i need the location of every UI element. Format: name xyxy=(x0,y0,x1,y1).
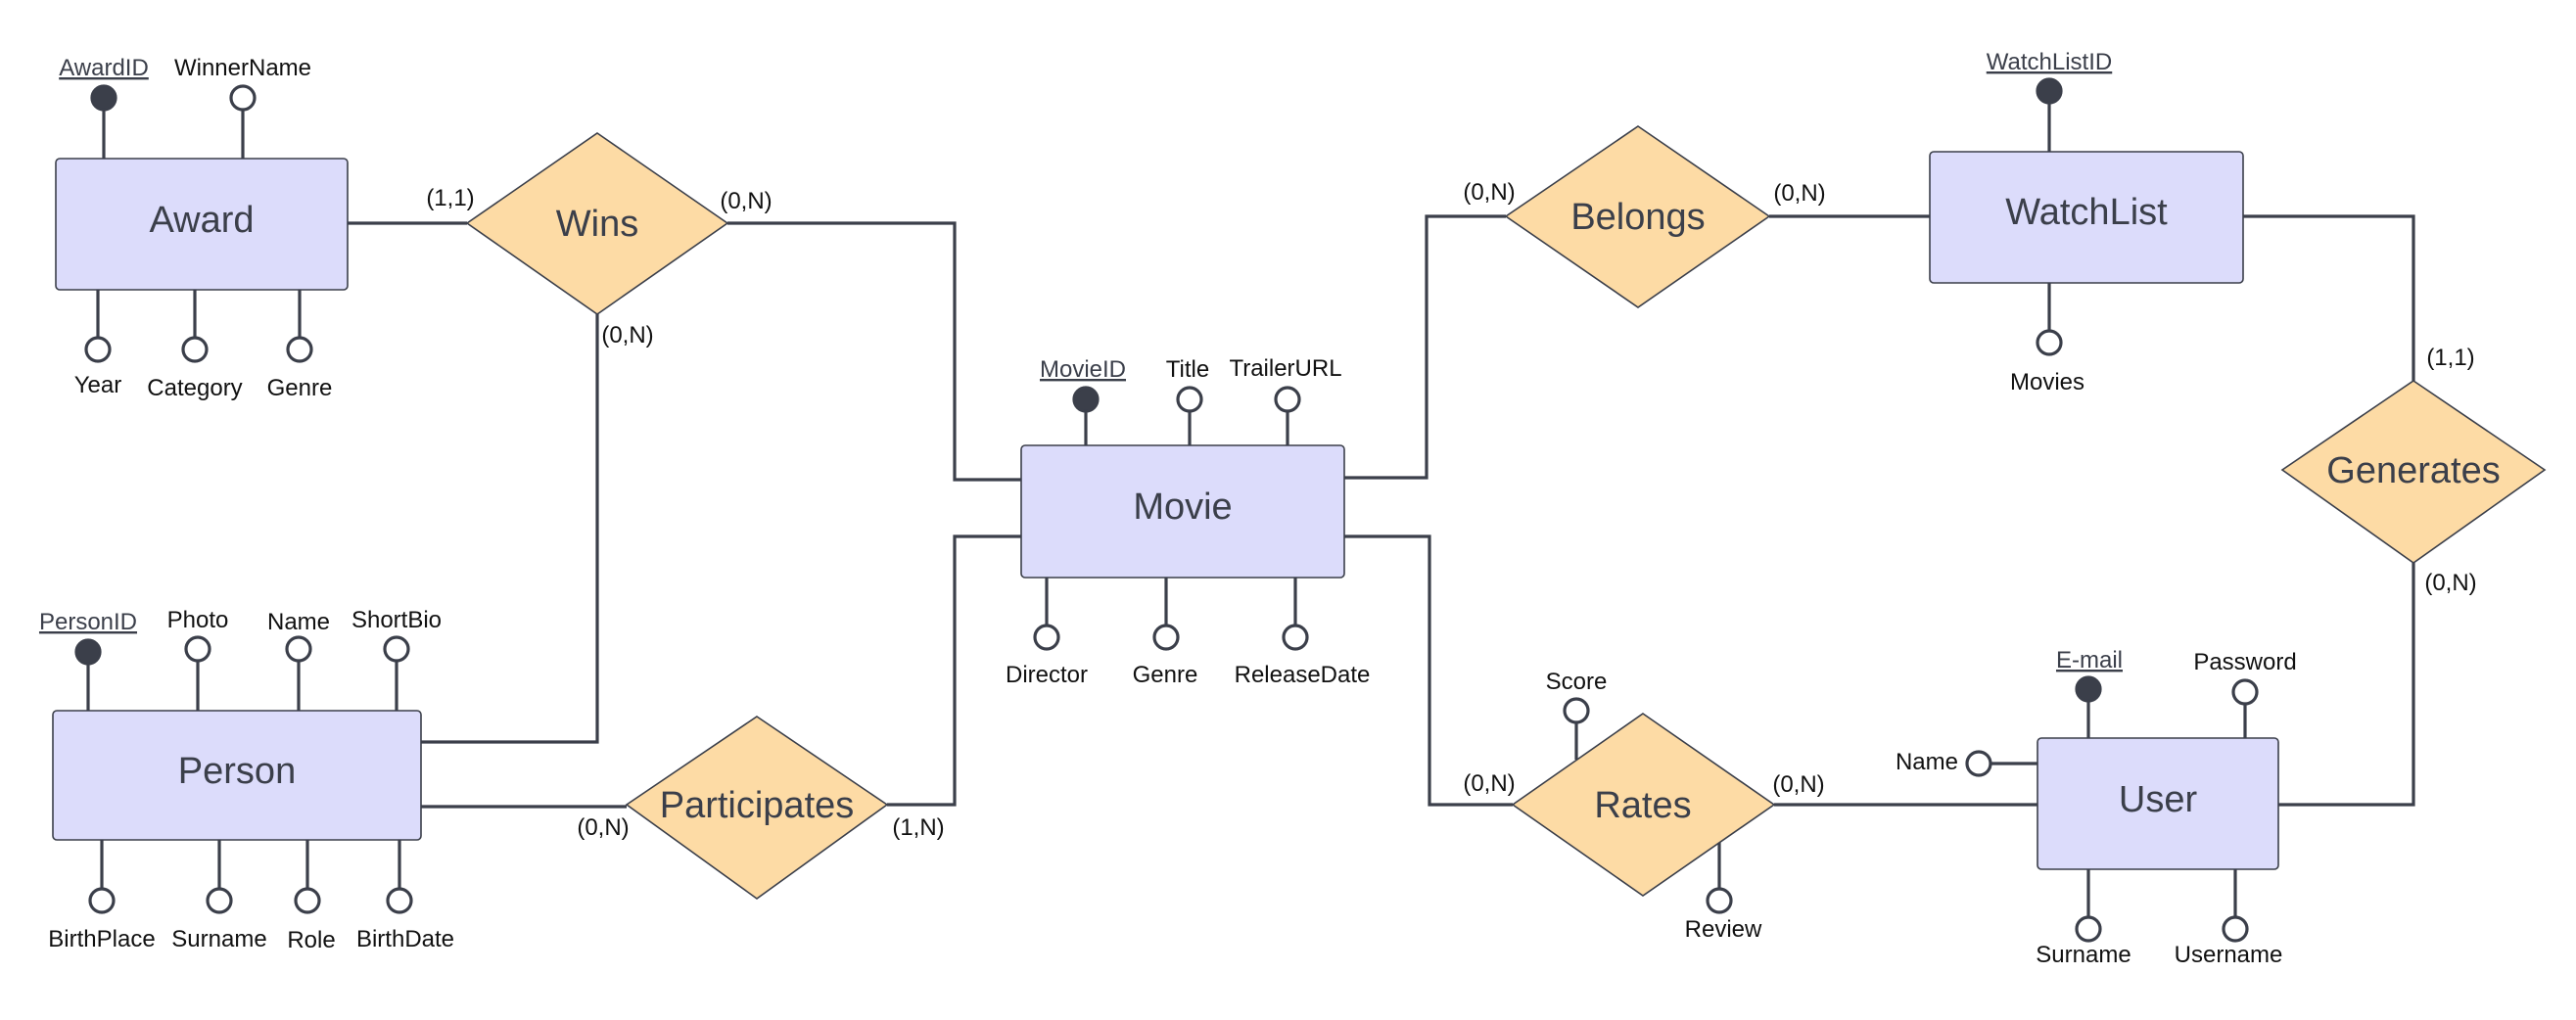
attribute-marker xyxy=(2036,329,2063,356)
card-wins-person: (0,N) xyxy=(601,322,653,348)
attribute-marker xyxy=(1282,624,1309,651)
entity-award[interactable]: Award xyxy=(55,158,349,291)
attribute-marker xyxy=(1176,386,1203,413)
attr-award-category: Category xyxy=(147,375,242,401)
attribute-marker xyxy=(1563,697,1590,724)
relationship-wins[interactable]: Wins xyxy=(465,132,729,315)
link-movie-belongs xyxy=(1344,214,1506,480)
attr-award-awardid: AwardID xyxy=(59,55,149,81)
attribute-markers xyxy=(74,77,2259,943)
attr-watchlist-movies: Movies xyxy=(2010,369,2084,395)
attr-person-birthdate: BirthDate xyxy=(356,926,454,952)
attribute-marker xyxy=(1706,887,1733,914)
attribute-marker xyxy=(383,635,410,663)
link-participates-movie xyxy=(887,534,1021,807)
card-wins-movie: (0,N) xyxy=(720,188,772,214)
link-watchlist-generates xyxy=(2243,214,2415,381)
cardinality-labels: (1,1) (0,N) (0,N) (0,N) (1,N) (0,N) (0,N… xyxy=(426,179,2476,841)
relationship-rates-label: Rates xyxy=(1594,785,1691,826)
attribute-labels: AwardID WinnerName Year Category Genre P… xyxy=(39,49,2297,968)
key-attribute-marker xyxy=(1072,386,1100,413)
attr-award-winnername: WinnerName xyxy=(174,55,311,81)
card-rates-user: (0,N) xyxy=(1772,771,1824,798)
entity-movie[interactable]: Movie xyxy=(1020,444,1345,579)
key-attribute-marker xyxy=(2036,77,2063,105)
entity-person[interactable]: Person xyxy=(52,710,422,841)
attr-user-password: Password xyxy=(2193,649,2296,675)
entity-user[interactable]: User xyxy=(2037,737,2279,870)
attribute-marker xyxy=(2231,678,2259,706)
attribute-marker xyxy=(1152,624,1180,651)
card-watchlist-generates: (1,1) xyxy=(2426,345,2474,371)
attr-movie-movieid: MovieID xyxy=(1040,356,1126,383)
relationship-belongs-label: Belongs xyxy=(1570,197,1705,238)
attr-movie-releasedate: ReleaseDate xyxy=(1235,662,1371,688)
attribute-marker xyxy=(1274,386,1301,413)
card-movie-belongs: (0,N) xyxy=(1463,179,1515,206)
card-participates-movie: (1,N) xyxy=(892,814,944,841)
link-generates-user xyxy=(2278,563,2415,807)
attribute-marker xyxy=(2222,915,2249,943)
attribute-marker xyxy=(184,635,211,663)
relationship-rates[interactable]: Rates xyxy=(1511,713,1776,897)
attribute-marker xyxy=(206,887,233,914)
attr-person-role: Role xyxy=(287,927,335,953)
link-movie-rates xyxy=(1344,534,1513,807)
attribute-marker xyxy=(386,887,413,914)
card-movie-rates: (0,N) xyxy=(1463,770,1515,797)
attribute-marker xyxy=(1965,750,1992,777)
attr-user-surname: Surname xyxy=(2036,942,2131,968)
card-person-participates: (0,N) xyxy=(577,814,629,841)
relationship-participates[interactable]: Participates xyxy=(625,716,889,900)
relationship-wins-label: Wins xyxy=(556,204,638,245)
key-attribute-marker xyxy=(90,84,117,112)
attr-person-personid: PersonID xyxy=(39,609,137,635)
entity-movie-label: Movie xyxy=(1133,487,1232,528)
link-wins-person xyxy=(421,314,599,744)
attr-movie-genre: Genre xyxy=(1133,662,1198,688)
entity-user-label: User xyxy=(2119,779,2198,820)
link-wins-movie xyxy=(727,221,1021,482)
attribute-marker xyxy=(286,336,313,363)
key-attribute-marker xyxy=(74,638,102,666)
attr-user-email: E-mail xyxy=(2056,647,2123,673)
attr-person-birthplace: BirthPlace xyxy=(48,926,155,952)
attr-person-name: Name xyxy=(267,609,330,635)
relationship-generates-label: Generates xyxy=(2326,450,2500,491)
entity-watchlist[interactable]: WatchList xyxy=(1929,151,2244,284)
entity-watchlist-label: WatchList xyxy=(2005,192,2168,233)
attribute-marker xyxy=(2075,915,2102,943)
attr-award-genre: Genre xyxy=(267,375,333,401)
connection-lines xyxy=(348,214,2415,809)
attribute-marker xyxy=(1033,624,1060,651)
attribute-marker xyxy=(84,336,112,363)
attribute-marker xyxy=(285,635,312,663)
attr-user-name: Name xyxy=(1896,749,1958,775)
attr-watchlist-watchlistid: WatchListID xyxy=(1987,49,2112,75)
attr-rates-review: Review xyxy=(1685,916,1762,943)
card-award-wins: (1,1) xyxy=(426,185,474,211)
entity-award-label: Award xyxy=(149,200,254,241)
key-attribute-marker xyxy=(2075,675,2102,703)
attribute-marker xyxy=(294,887,321,914)
attribute-marker xyxy=(88,887,116,914)
attr-user-username: Username xyxy=(2175,942,2283,968)
relationship-generates[interactable]: Generates xyxy=(2280,380,2547,564)
relationship-belongs[interactable]: Belongs xyxy=(1504,125,1771,308)
entity-person-label: Person xyxy=(178,751,296,792)
attr-movie-director: Director xyxy=(1006,662,1088,688)
attr-movie-title: Title xyxy=(1166,356,1209,383)
attr-person-surname: Surname xyxy=(171,926,266,952)
relationship-participates-label: Participates xyxy=(660,785,855,826)
card-generates-user: (0,N) xyxy=(2424,570,2476,596)
attr-movie-trailerurl: TrailerURL xyxy=(1229,355,1341,382)
attr-person-photo: Photo xyxy=(167,607,229,633)
attr-award-year: Year xyxy=(74,372,122,398)
attr-person-shortbio: ShortBio xyxy=(351,607,442,633)
attribute-marker xyxy=(229,84,257,112)
attribute-marker xyxy=(181,336,209,363)
attr-rates-score: Score xyxy=(1546,669,1608,695)
card-belongs-watchlist: (0,N) xyxy=(1773,180,1825,207)
